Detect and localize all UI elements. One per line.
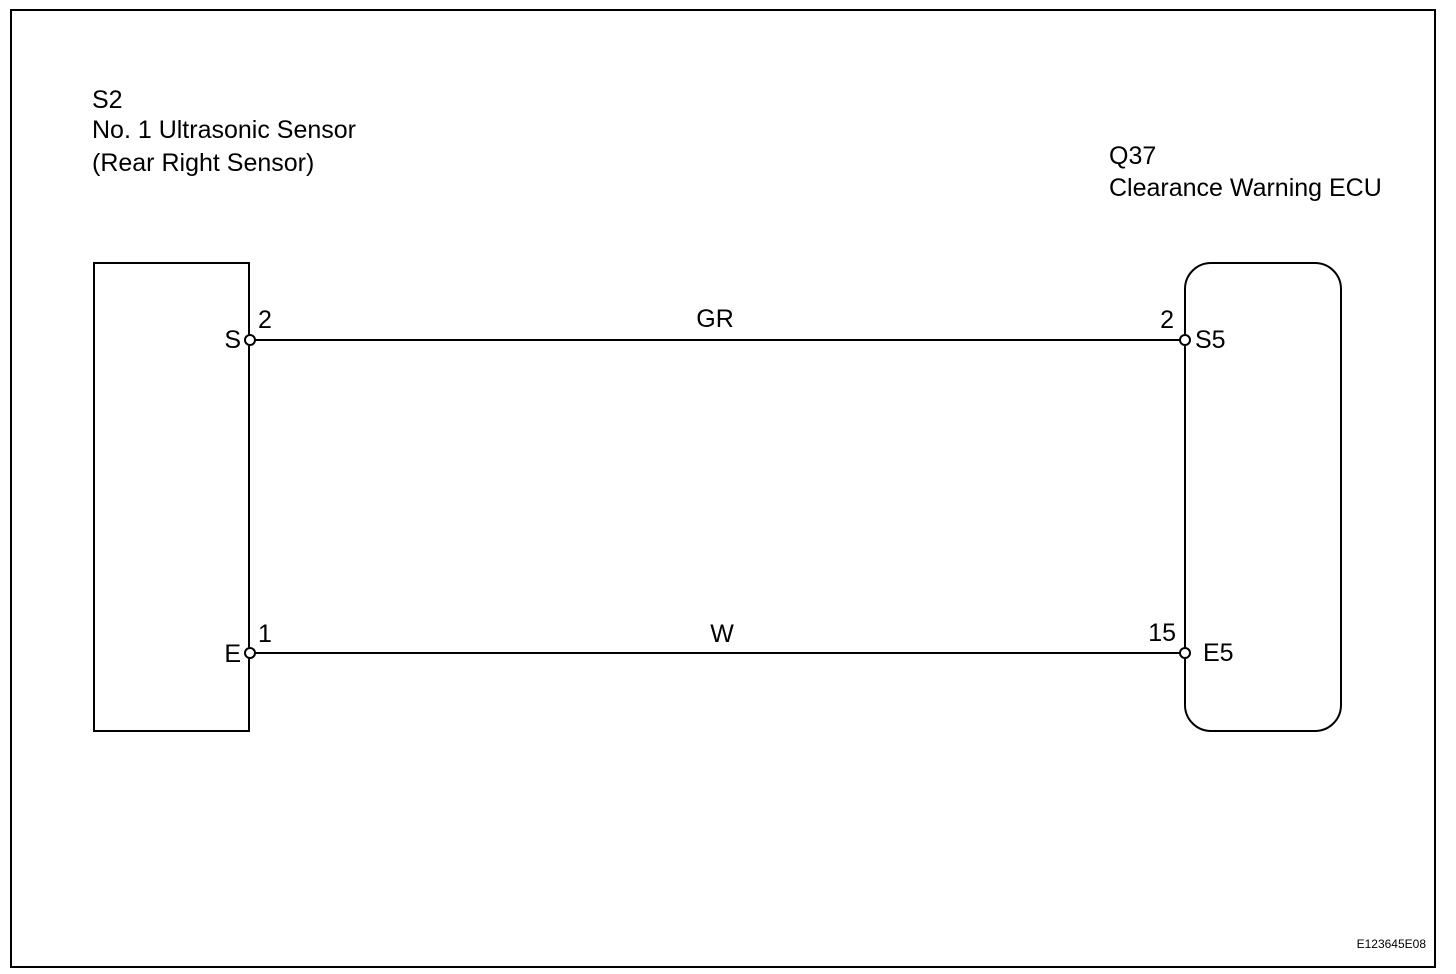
wire-gr-label: GR: [696, 305, 734, 333]
ecu-code: Q37: [1109, 142, 1156, 170]
ecu-pin-e5-number: 15: [1148, 619, 1176, 647]
sensor-pin-s-name: S: [224, 326, 241, 354]
diagram-frame: [10, 9, 1436, 968]
ecu-pin-e5-name: E5: [1203, 639, 1234, 667]
figure-code: E123645E08: [1357, 937, 1427, 951]
ecu-pin-s5-name: S5: [1195, 326, 1226, 354]
sensor-pin-s-terminal: [244, 334, 256, 346]
ecu-connector-box: [1184, 262, 1342, 732]
ecu-pin-s5-number: 2: [1160, 306, 1174, 334]
sensor-pin-s-number: 2: [258, 306, 272, 334]
sensor-subtitle: (Rear Right Sensor): [92, 149, 314, 177]
ecu-pin-e5-terminal: [1179, 647, 1191, 659]
sensor-pin-e-name: E: [224, 640, 241, 668]
sensor-name: No. 1 Ultrasonic Sensor: [92, 116, 356, 144]
sensor-pin-e-terminal: [244, 647, 256, 659]
sensor-pin-e-number: 1: [258, 620, 272, 648]
ecu-name: Clearance Warning ECU: [1109, 174, 1382, 202]
sensor-connector-box: [93, 262, 250, 732]
sensor-code: S2: [92, 86, 123, 114]
wire-w-label: W: [710, 620, 734, 648]
ecu-pin-s5-terminal: [1179, 334, 1191, 346]
